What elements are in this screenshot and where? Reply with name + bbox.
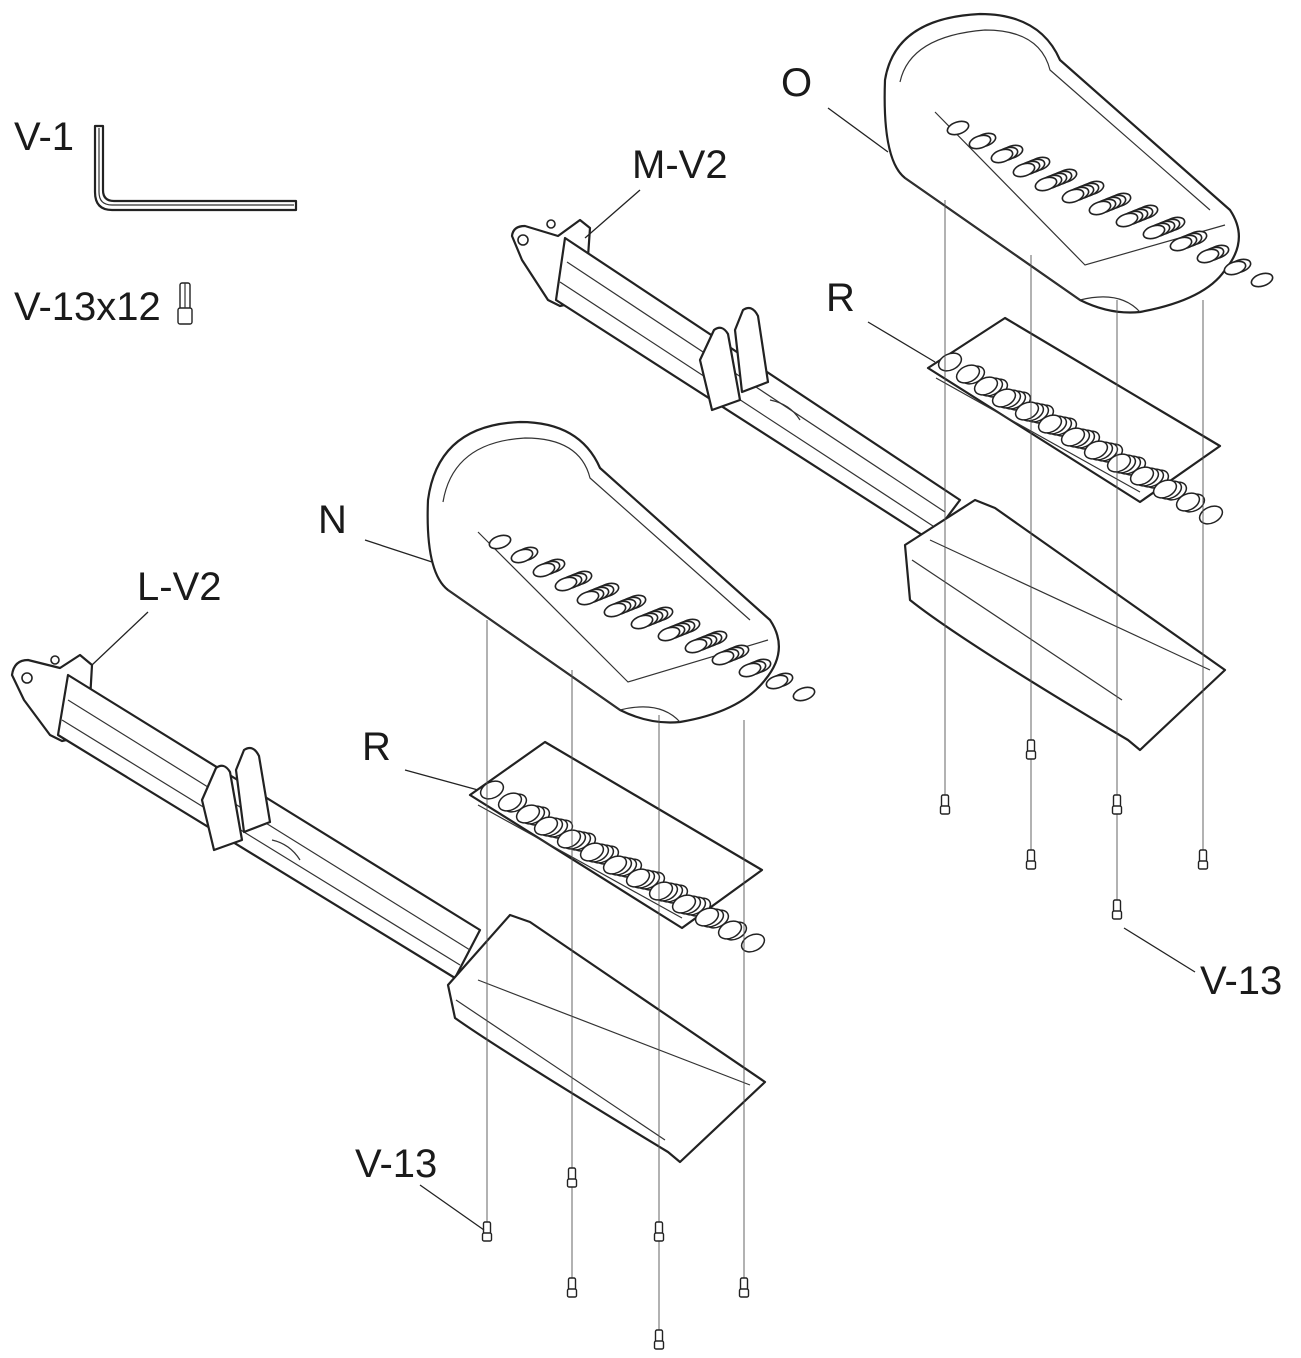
leader-n	[364, 539, 433, 563]
screw-v13	[1025, 849, 1037, 870]
pad-nub	[1014, 401, 1040, 421]
footrest-hole	[488, 534, 512, 550]
label-r-upper: R	[826, 276, 855, 320]
pad-nub	[648, 881, 674, 901]
pad-nub	[991, 388, 1017, 408]
pad-nub	[579, 842, 605, 862]
screw-v13	[939, 794, 951, 815]
footrest-hole	[1169, 236, 1193, 252]
footrest-hole	[792, 686, 816, 702]
footrest-hole	[630, 614, 654, 630]
pad-r-upper	[926, 316, 1224, 525]
footrest-hole	[1088, 200, 1112, 216]
footrest-hole	[968, 134, 992, 150]
leader-o	[827, 107, 889, 153]
pad-nub	[1129, 466, 1155, 486]
pad-nub	[1175, 492, 1201, 512]
pad-nub	[479, 780, 505, 800]
footrest-hole	[1223, 260, 1247, 276]
screw-v13	[481, 1221, 493, 1242]
label-n: N	[318, 498, 347, 542]
leader-v13-lower	[419, 1184, 485, 1231]
pad-nub	[1083, 440, 1109, 460]
pad-nub	[1060, 427, 1086, 447]
footrest-hole	[738, 662, 762, 678]
label-v1: V-1	[14, 115, 74, 159]
pad-nub	[671, 894, 697, 914]
screw-v13	[566, 1167, 578, 1188]
leader-l-v2	[91, 611, 149, 666]
pad-nub	[533, 816, 559, 836]
leader-r-upper	[867, 321, 936, 363]
footrest-hole	[554, 576, 578, 592]
pad-nub	[625, 868, 651, 888]
pad-nub	[1106, 453, 1132, 473]
label-v13x12: V-13x12	[14, 285, 161, 329]
pad-nub	[740, 933, 766, 953]
pad-nub	[973, 376, 999, 396]
footrest-hole	[1061, 188, 1085, 204]
screw-v13	[653, 1221, 665, 1242]
pad-nub	[694, 907, 720, 927]
screw-v13	[653, 1329, 665, 1350]
pad-nub	[937, 352, 963, 372]
screw-v13	[566, 1277, 578, 1298]
leader-v13-right	[1123, 927, 1196, 973]
screw-v13	[1025, 739, 1037, 760]
footrest-hole	[946, 120, 970, 136]
label-m-v2: M-V2	[632, 143, 728, 187]
bar-l-v2	[10, 653, 767, 1164]
pad-nub	[1037, 414, 1063, 434]
pad-nub	[515, 804, 541, 824]
leader-r-lower	[404, 769, 479, 791]
pad-nub	[602, 855, 628, 875]
allen-key-v1	[93, 124, 298, 212]
footrest-hole	[1115, 212, 1139, 228]
footrest-hole	[603, 602, 627, 618]
screws-upper	[939, 739, 1209, 920]
footrest-hole	[990, 148, 1014, 164]
footrest-hole	[711, 650, 735, 666]
label-l-v2: L-V2	[137, 565, 222, 609]
pad-nub	[497, 792, 523, 812]
footrest-hole	[532, 562, 556, 578]
footrest-hole	[510, 548, 534, 564]
label-r-lower: R	[362, 725, 391, 769]
screw-v13	[1111, 794, 1123, 815]
screw-v13	[738, 1277, 750, 1298]
footrest-hole	[1012, 162, 1036, 178]
pad-r-lower	[468, 740, 766, 953]
screws-lower	[481, 1167, 750, 1350]
footrest-hole	[576, 590, 600, 606]
screw-v13	[1197, 849, 1209, 870]
footrest-hole	[684, 638, 708, 654]
footrest-hole	[765, 674, 789, 690]
pad-nub	[717, 920, 743, 940]
leader-m-v2	[584, 189, 641, 239]
screw-icon-v13x12	[177, 282, 193, 325]
footrest-n	[426, 420, 816, 724]
label-v13-right: V-13	[1200, 959, 1282, 1003]
footrest-hole	[1034, 176, 1058, 192]
footrest-o	[883, 12, 1274, 314]
footrest-hole	[657, 626, 681, 642]
footrest-hole	[1250, 272, 1274, 288]
pad-nub	[955, 364, 981, 384]
footrest-hole	[1196, 248, 1220, 264]
label-o: O	[781, 61, 812, 105]
footrest-hole	[1142, 224, 1166, 240]
label-v13-lower: V-13	[355, 1142, 437, 1186]
screw-v13	[1111, 899, 1123, 920]
pad-nub	[1152, 479, 1178, 499]
bar-m-v2	[510, 218, 1227, 752]
pad-nub	[1198, 505, 1224, 525]
